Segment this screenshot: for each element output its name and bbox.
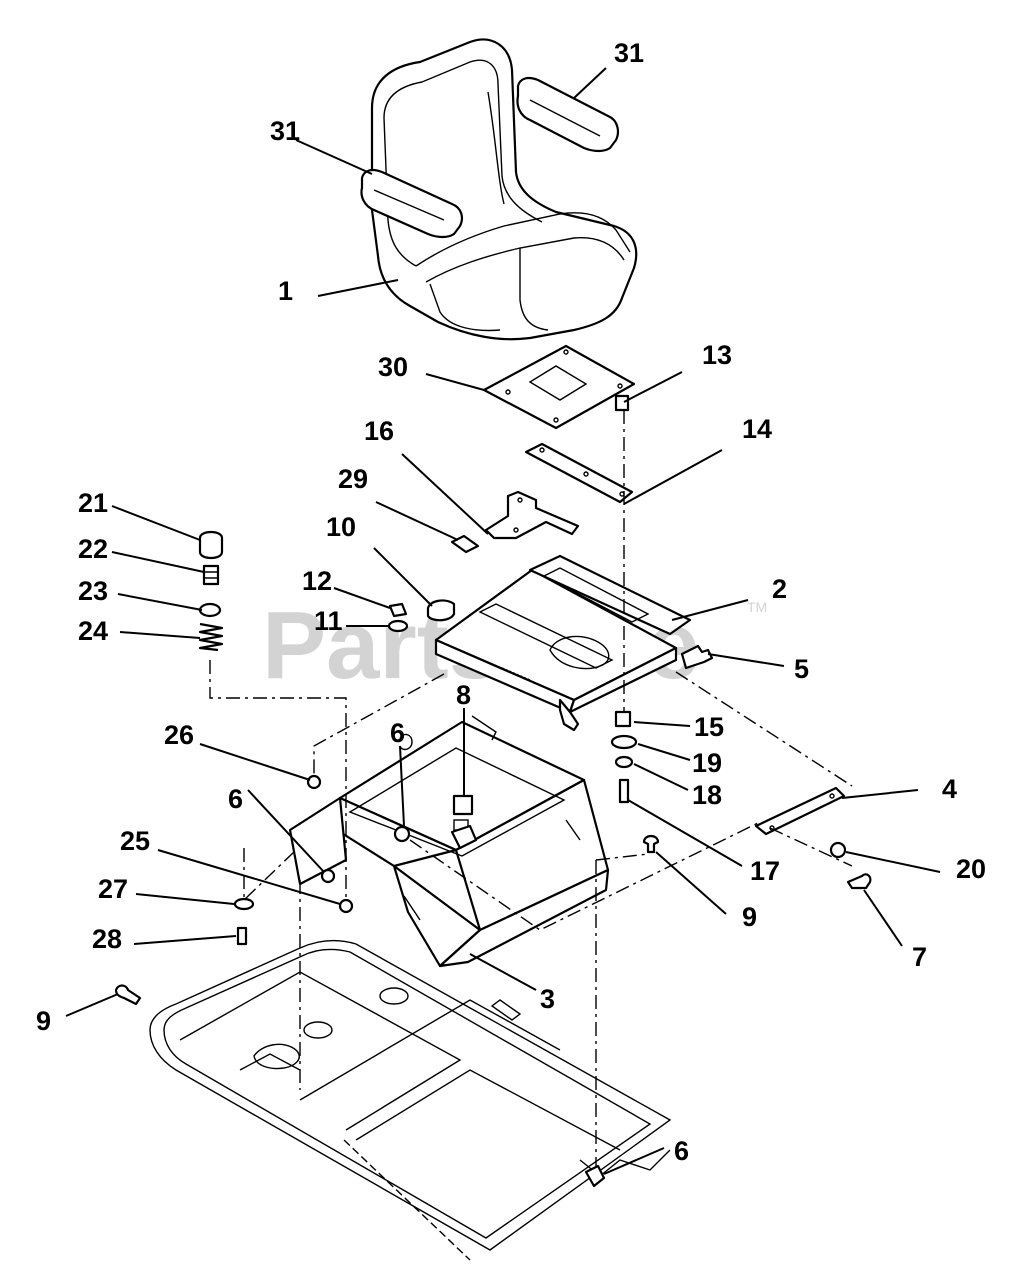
callout-26: 26 [164, 720, 194, 750]
knob-10 [426, 599, 456, 622]
callout-3: 3 [540, 984, 555, 1014]
bolt-9-right [642, 834, 660, 854]
strap [524, 442, 634, 504]
seat [360, 38, 638, 341]
seat-pan [434, 554, 692, 732]
mower-frame [149, 939, 672, 1261]
nut-20 [829, 841, 847, 859]
callout-6a: 6 [228, 784, 243, 814]
callout-23: 23 [78, 576, 108, 606]
callout-19: 19 [692, 748, 722, 778]
bracket-16 [484, 490, 580, 540]
callout-9a: 9 [36, 1006, 51, 1036]
assembly-lines [209, 410, 853, 1168]
callout-22: 22 [78, 534, 108, 564]
callout-9b: 9 [742, 902, 757, 932]
bolt-22 [202, 564, 220, 586]
callout-6b: 6 [390, 718, 405, 748]
callout-5: 5 [794, 654, 809, 684]
callout-21: 21 [78, 488, 108, 518]
callouts: 1 2 3 4 5 6 6 6 7 8 9 9 10 11 12 13 14 1… [36, 38, 986, 1166]
spring-24 [198, 622, 224, 652]
callout-15: 15 [694, 712, 724, 742]
bolt-7 [846, 873, 872, 890]
washer-18 [614, 755, 634, 769]
callout-18: 18 [692, 780, 722, 810]
callout-31a: 31 [270, 116, 300, 146]
callout-13: 13 [702, 340, 732, 370]
washer-27 [233, 897, 255, 911]
callout-17: 17 [750, 856, 780, 886]
switch-8 [452, 794, 474, 816]
bolt-9-left [114, 984, 142, 1006]
hardware [114, 394, 872, 1188]
callout-1: 1 [278, 276, 293, 306]
nut-6-base [393, 825, 411, 843]
callout-6c: 6 [674, 1136, 689, 1166]
callout-24: 24 [78, 616, 108, 646]
callout-11: 11 [314, 606, 343, 636]
callout-29: 29 [338, 464, 368, 494]
seat-plate [482, 344, 636, 430]
callout-20: 20 [956, 854, 986, 884]
washer-19 [610, 734, 638, 750]
nut-12 [388, 602, 408, 618]
bolt-13 [614, 394, 630, 412]
callout-10: 10 [326, 512, 356, 542]
callout-7: 7 [912, 942, 927, 972]
callout-31b: 31 [614, 38, 644, 68]
callout-4: 4 [942, 774, 957, 804]
knob-cap [198, 530, 224, 560]
callout-12: 12 [302, 566, 332, 596]
bolt-17 [618, 778, 630, 804]
clip-29 [450, 534, 480, 554]
callout-30: 30 [378, 352, 408, 382]
callout-27: 27 [98, 874, 128, 904]
nut-6-left [320, 868, 336, 884]
nut-26 [306, 774, 322, 790]
callout-14: 14 [742, 414, 772, 444]
callout-25: 25 [120, 826, 150, 856]
watermark-trademark: TM [747, 599, 767, 615]
callout-2: 2 [772, 574, 787, 604]
pivot-bar [754, 786, 846, 836]
callout-16: 16 [364, 416, 394, 446]
nut-25 [338, 898, 354, 914]
leader-lines [65, 67, 941, 1175]
washer-11 [387, 619, 409, 633]
nut-6-bottom [584, 1164, 606, 1188]
washer-23 [198, 602, 222, 618]
callout-8: 8 [456, 680, 471, 710]
callout-28: 28 [92, 924, 122, 954]
bolt-28 [236, 926, 248, 946]
spacer-15 [614, 710, 632, 728]
seat-base [288, 715, 610, 968]
